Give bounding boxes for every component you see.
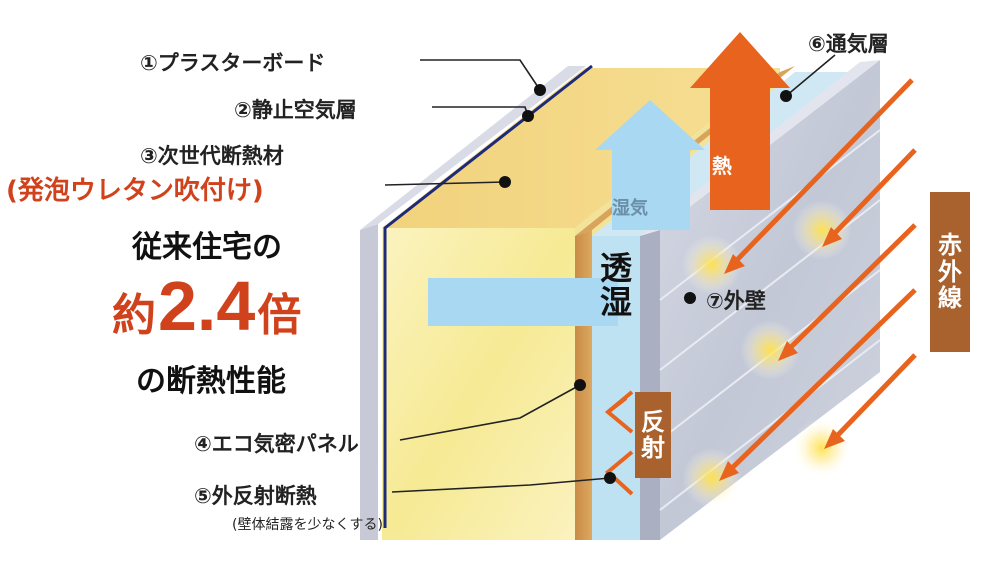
headline-value: 2.4 bbox=[158, 267, 256, 345]
headline-line1: 従来住宅の bbox=[132, 230, 282, 265]
leader-dots bbox=[499, 84, 792, 484]
headline-prefix: 約 bbox=[112, 290, 156, 341]
headline-ratio: 約 2.4 倍 bbox=[112, 266, 301, 346]
label-ventilation-layer: ⑥通気層 bbox=[808, 32, 889, 56]
label-outer-reflective-insulation: ⑤外反射断熱 bbox=[194, 484, 317, 508]
still-air-line bbox=[383, 64, 593, 528]
label-reflection: 反射 bbox=[641, 407, 665, 462]
glow-spot bbox=[740, 320, 800, 380]
glow-spot bbox=[792, 200, 852, 260]
exterior-wall-face bbox=[660, 60, 880, 540]
reflection-box: 反射 bbox=[635, 392, 671, 478]
plasterboard-face bbox=[360, 224, 378, 540]
label-foam-urethane: (発泡ウレタン吹付け) bbox=[6, 176, 264, 206]
headline-suffix: 倍 bbox=[257, 290, 302, 341]
label-eco-airtight-panel: ④エコ気密パネル bbox=[194, 432, 359, 456]
headline-line3: の断熱性能 bbox=[136, 364, 286, 399]
reflection-arrows bbox=[604, 390, 634, 496]
label-heat: 熱 bbox=[712, 154, 732, 178]
foam-insulation-top bbox=[382, 68, 780, 228]
label-outer-wall: ⑦外壁 bbox=[706, 289, 766, 313]
label-still-air-layer: ②静止空気層 bbox=[234, 98, 357, 122]
plasterboard-top bbox=[360, 66, 586, 230]
moisture-arrow-horizontal bbox=[428, 278, 618, 326]
label-moisture: 湿気 bbox=[612, 198, 648, 219]
label-outer-reflective-note: (壁体結露を少なくする) bbox=[232, 517, 383, 533]
label-plasterboard: ①プラスターボード bbox=[140, 51, 326, 75]
label-permeable: 透湿 bbox=[599, 249, 632, 321]
glow-spot bbox=[682, 448, 742, 508]
infrared-arrows bbox=[719, 78, 917, 481]
exterior-wall-front bbox=[640, 230, 660, 540]
moisture-arrow-up bbox=[595, 100, 705, 230]
leader-lines bbox=[384, 54, 836, 493]
heat-arrow bbox=[690, 32, 790, 210]
glow-spot bbox=[682, 235, 742, 295]
foam-insulation-front bbox=[382, 228, 578, 540]
label-infrared: 赤外線 bbox=[938, 231, 962, 313]
label-next-gen-insulation: ③次世代断熱材 bbox=[140, 144, 284, 168]
infrared-box: 赤外線 bbox=[930, 192, 970, 352]
